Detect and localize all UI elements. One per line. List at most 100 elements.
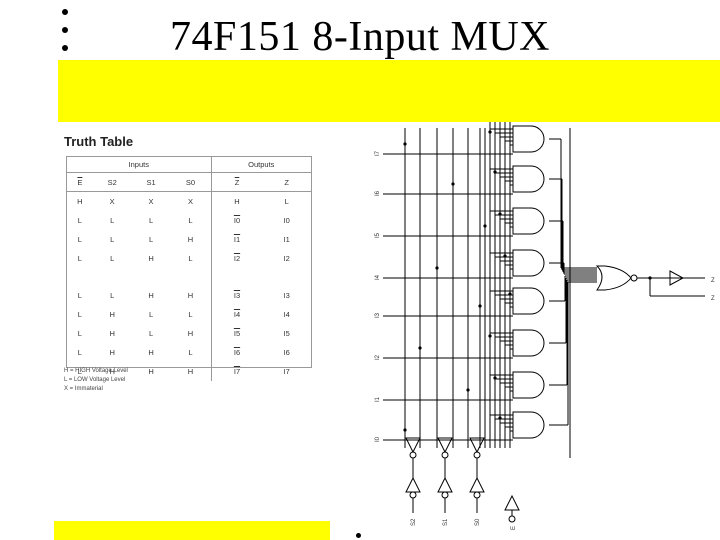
output-buffer [669, 270, 685, 286]
table-cell: I6 [283, 348, 290, 357]
table-cell: L [77, 329, 82, 338]
and-gate [512, 411, 545, 439]
bullet-2 [62, 27, 68, 33]
inverter-bubble [508, 515, 516, 523]
data-input-label: I4 [375, 274, 381, 280]
table-cell: L [170, 249, 212, 268]
inverter-bubble [441, 491, 449, 499]
table-cell: X [148, 197, 154, 206]
table-cell: H [109, 310, 115, 319]
data-input-label: I2 [375, 354, 381, 360]
select-buffer [469, 476, 485, 493]
inputs-group-header: Inputs [67, 157, 212, 173]
table-cell: H [170, 286, 212, 305]
row-gap [67, 268, 311, 286]
table-cell: I4 [283, 310, 290, 319]
table-cell: L [148, 329, 154, 338]
truth-table-legend: H = HIGH Voltage Level L = LOW Voltage L… [64, 367, 128, 394]
and-gate [512, 329, 545, 357]
table-cell: X [109, 197, 115, 206]
and-gate [512, 249, 545, 277]
bottom-band [54, 521, 330, 540]
table-cell: X [170, 191, 212, 211]
table-cell: L [110, 216, 115, 225]
legend-item: X = Immaterial [64, 386, 103, 392]
data-input-label: I6 [375, 190, 381, 196]
bullet-3 [62, 45, 68, 51]
table-cell: H [109, 367, 115, 376]
table-cell: H [148, 348, 154, 357]
select-label: S1 [443, 518, 449, 526]
column-header: Z [262, 172, 311, 192]
select-buffer [437, 437, 453, 454]
column-header: S0 [170, 172, 212, 192]
table-cell: L [170, 211, 212, 230]
table-cell: I7 [283, 367, 290, 376]
table-cell: L [170, 305, 212, 324]
table-cell: L [110, 254, 115, 263]
output-label: Z [711, 296, 715, 302]
table-cell: L [77, 235, 82, 244]
table-cell: L [148, 216, 154, 225]
table-cell: H [170, 362, 212, 381]
table-cell: H [77, 197, 83, 206]
table-cell: H [234, 197, 240, 206]
table-cell: L [148, 310, 154, 319]
column-header: E [67, 172, 93, 192]
table-cell: I0 [283, 216, 290, 225]
table-cell: I3 [283, 291, 290, 300]
select-buffer [405, 437, 421, 454]
table-cell: I1 [233, 235, 241, 244]
select-buffer [437, 476, 453, 493]
table-cell: L [77, 367, 82, 376]
select-label: S2 [411, 518, 417, 526]
column-header: S2 [92, 172, 132, 192]
and-gate [512, 371, 545, 399]
junction-dot [648, 276, 652, 280]
table-cell: I2 [283, 254, 290, 263]
table-cell: H [170, 230, 212, 249]
table-cell: L [77, 216, 82, 225]
and-gate [512, 165, 545, 193]
inverter-bubble [473, 491, 481, 499]
table-cell: I3 [233, 291, 241, 300]
table-cell: I5 [283, 329, 290, 338]
bullet-1 [62, 9, 68, 15]
data-input-label: I0 [375, 436, 381, 442]
table-cell: H [148, 254, 154, 263]
select-label: S0 [475, 518, 481, 526]
enable-buffer [504, 494, 520, 511]
and-gate [512, 287, 545, 315]
data-input-label: I5 [375, 232, 381, 238]
table-cell: L [148, 235, 154, 244]
slide-title: 74F151 8-Input MUX [169, 14, 550, 60]
truth-table-heading: Truth Table [64, 134, 134, 149]
select-buffer [405, 476, 421, 493]
legend-item: L = LOW Voltage Level [64, 377, 126, 383]
table-cell: L [77, 348, 82, 357]
data-input-label: I3 [375, 312, 381, 318]
column-header: Z [211, 172, 263, 192]
data-input-label: I7 [375, 150, 381, 156]
table-cell: H [148, 367, 154, 376]
bottom-dot [356, 533, 361, 538]
column-header: S1 [131, 172, 171, 192]
table-cell: I5 [233, 329, 241, 338]
inverter-bubble [409, 491, 417, 499]
table-cell: L [77, 254, 82, 263]
table-cell: L [110, 291, 115, 300]
inverter-bubble [630, 274, 638, 282]
or-gate [595, 265, 632, 291]
enable-label: E [511, 526, 517, 530]
output-label: Z [711, 278, 715, 284]
outputs-group-header: Outputs [211, 157, 311, 173]
legend-item: H = HIGH Voltage Level [64, 368, 128, 374]
